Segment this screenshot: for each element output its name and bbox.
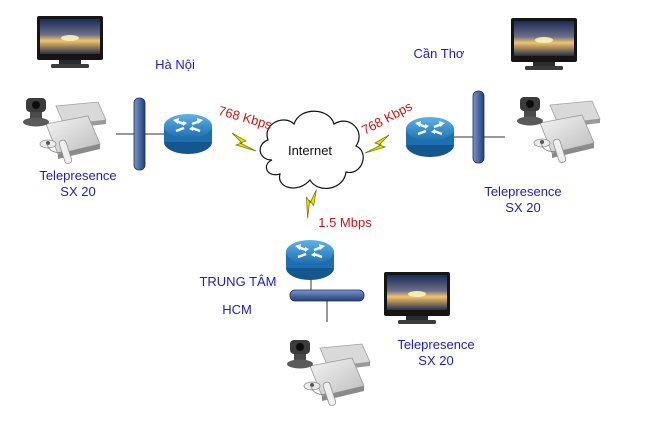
cantho-switch-icon (472, 90, 485, 164)
cantho-site-name: Cần Thơ (414, 46, 465, 61)
hcm-router-icon (284, 238, 336, 282)
hanoi-device-label-line1: Telepresence (39, 168, 116, 183)
hanoi-monitor-icon (37, 16, 103, 68)
hcm-link-speed: 1.5 Mbps (318, 215, 372, 230)
cloud-label: Internet (288, 143, 332, 158)
cantho-device-label-line1: Telepresence (484, 184, 561, 199)
hanoi-lightning-link-icon (231, 132, 257, 152)
hcm-device-label-line2: SX 20 (418, 353, 453, 368)
hcm-monitor-icon (384, 272, 450, 324)
hanoi-router-icon (162, 112, 214, 156)
cantho-router-icon (404, 115, 456, 159)
hanoi-switch-icon (133, 97, 146, 171)
hcm-device-label-line1: Telepresence (397, 337, 474, 352)
cloud-icon (259, 110, 364, 189)
hanoi-site-name: Hà Nội (155, 57, 195, 72)
hanoi-device-label-line2: SX 20 (60, 184, 95, 199)
hanoi-codec-icon (22, 97, 107, 165)
hcm-site-name-line2: HCM (222, 302, 252, 317)
hcm-codec-icon (286, 339, 371, 407)
cantho-lightning-link-icon (364, 134, 390, 154)
cantho-device-label-line2: SX 20 (505, 200, 540, 215)
hanoi-link-speed: 768 Kbps (217, 103, 274, 133)
cantho-monitor-icon (511, 18, 577, 70)
cantho-codec-icon (516, 96, 601, 164)
hcm-switch-icon (289, 289, 365, 302)
internet-cloud: Internet (259, 110, 364, 189)
hcm-site-name-line1: TRUNG TÂM (199, 274, 276, 289)
